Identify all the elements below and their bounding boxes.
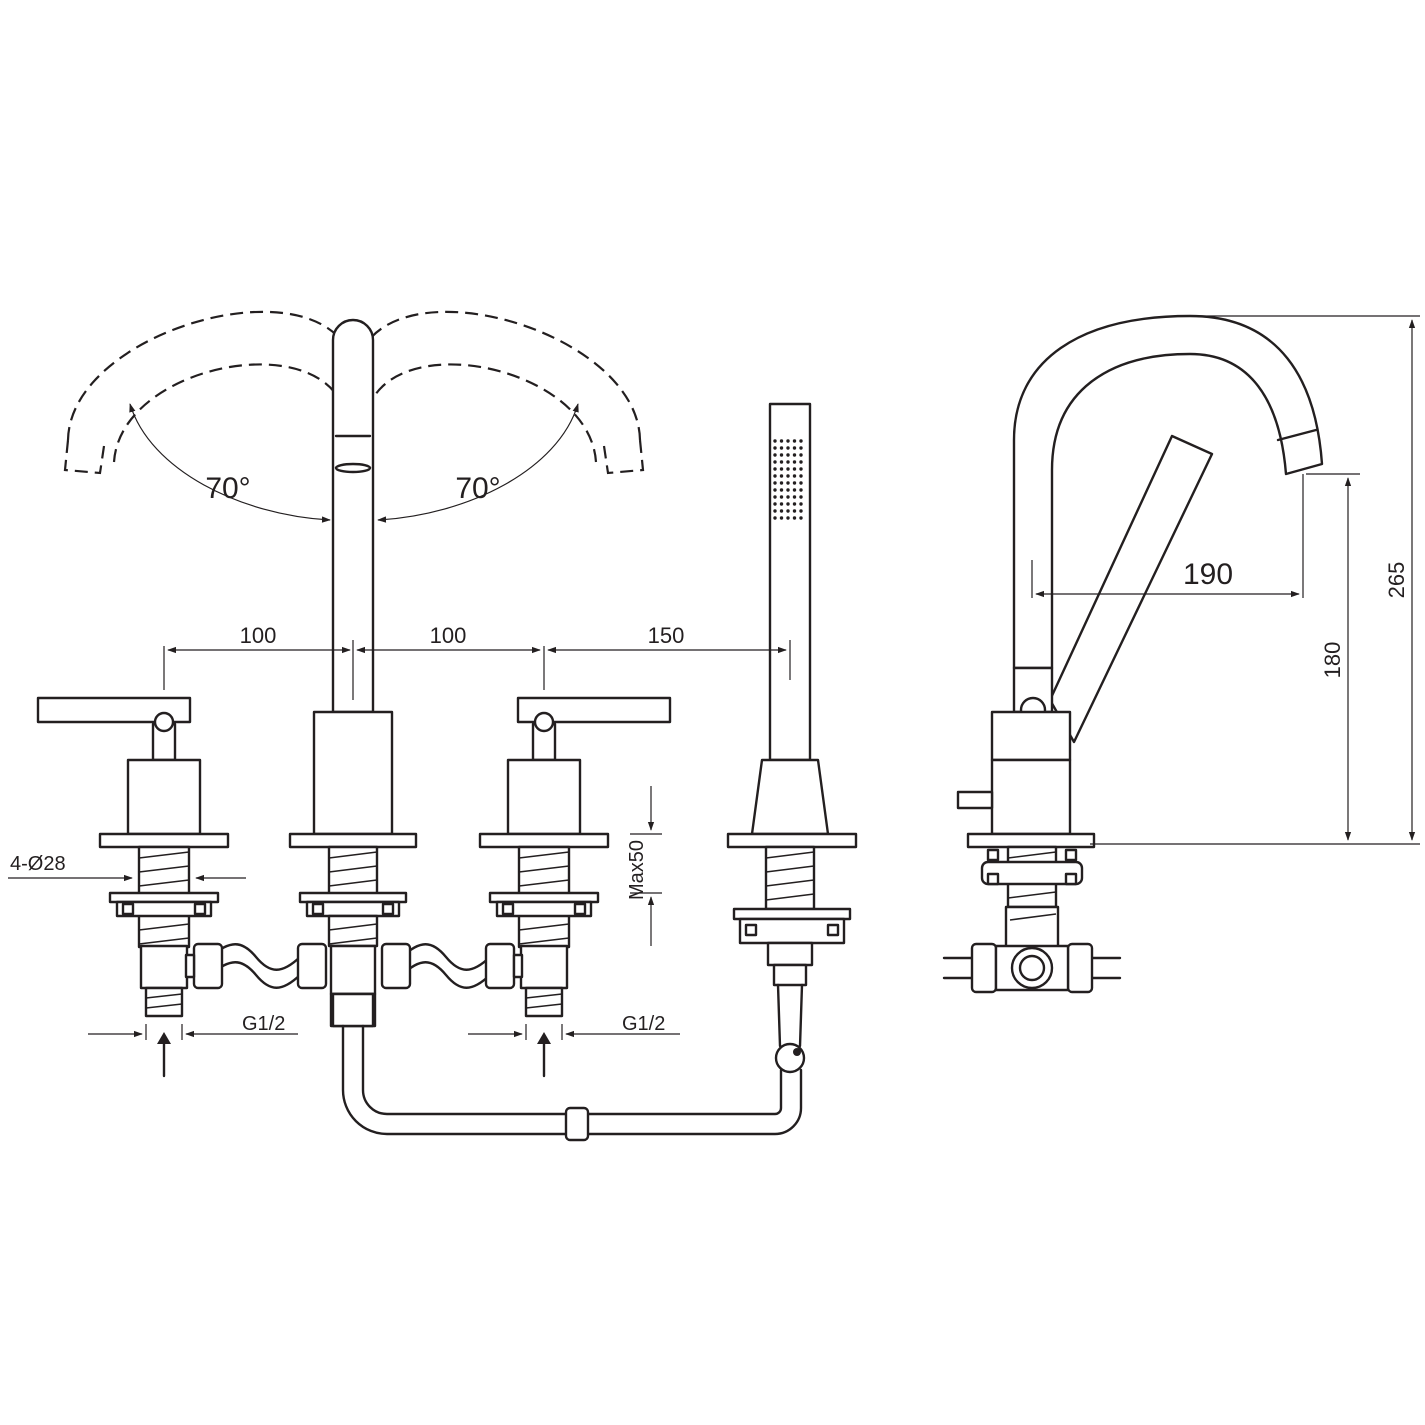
inlet-arrows xyxy=(157,1032,551,1078)
swing-angle-left-label: 70° xyxy=(205,472,250,505)
flange-diameter-label: 4-Ø28 xyxy=(10,853,66,875)
right-valve xyxy=(478,696,672,1018)
side-dimension-lines xyxy=(1031,315,1420,845)
spout-outlet-height-label: 180 xyxy=(1320,642,1345,679)
shower-hose xyxy=(331,983,806,1142)
hand-shower xyxy=(726,402,858,987)
spacing-label-2: 100 xyxy=(430,623,467,648)
total-height-label: 265 xyxy=(1384,562,1409,599)
shower-spray-holes xyxy=(773,439,803,520)
spacing-label-3: 150 xyxy=(648,623,685,648)
inlet-thread-left-label: G1/2 xyxy=(242,1013,285,1035)
flex-hoses xyxy=(184,942,524,990)
mounting-screws xyxy=(121,902,840,937)
max-deck-thickness-label: Max50 xyxy=(626,840,648,900)
spacing-label-1: 100 xyxy=(240,623,277,648)
left-valve xyxy=(36,696,230,1018)
inlet-thread-right-label: G1/2 xyxy=(622,1013,665,1035)
spout-reach-label: 190 xyxy=(1183,558,1233,591)
front-dimension-lines xyxy=(8,640,791,1040)
swing-angle-right-label: 70° xyxy=(455,472,500,505)
spout-swing-arcs xyxy=(63,310,645,523)
side-view-spout xyxy=(942,314,1324,994)
valve-threads xyxy=(138,851,815,1009)
